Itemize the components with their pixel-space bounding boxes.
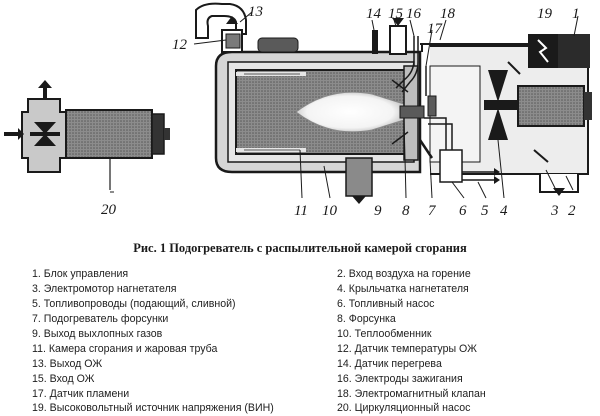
coolant-in-arrow [392, 18, 404, 26]
control-unit [528, 34, 590, 68]
figure-caption: Рис. 1 Подогреватель с распылительной ка… [133, 241, 467, 255]
blower-motor [517, 85, 592, 127]
fuel-line-arrow-1 [494, 168, 500, 176]
leader-lines [110, 11, 579, 199]
circulation-pump [4, 80, 170, 190]
legend-item-7: 7. Подогреватель форсунки [32, 313, 169, 325]
temperature-sensor [225, 33, 241, 49]
callout-18: 18 [440, 6, 456, 22]
heater-diagram: 1 19 18 14 15 16 17 13 12 20 11 10 9 8 7… [4, 2, 592, 219]
callout-12: 12 [172, 37, 188, 53]
exhaust-outlet [345, 157, 373, 204]
legend-item-11: 11. Камера сгорания и жаровая труба [32, 343, 218, 355]
legend-item-8: 8. Форсунка [337, 313, 396, 325]
legend-item-3: 3. Электромотор нагнетателя [32, 283, 177, 295]
flame-sensor [425, 66, 437, 117]
legend: 1. Блок управления 3. Электромотор нагне… [0, 268, 600, 416]
callout-2: 2 [568, 203, 576, 219]
callout-4: 4 [500, 203, 508, 219]
nozzle-preheater [418, 139, 434, 159]
callout-14: 14 [366, 6, 382, 22]
top-cap [257, 37, 299, 53]
callout-1: 1 [572, 6, 580, 22]
legend-item-13: 13. Выход ОЖ [32, 358, 103, 370]
blower-housing [429, 45, 589, 196]
callout-19: 19 [537, 6, 553, 22]
legend-item-14: 14. Датчик перегрева [337, 358, 442, 370]
legend-item-4: 4. Крыльчатка нагнетателя [337, 283, 469, 295]
ignition-electrodes [395, 36, 419, 93]
legend-item-12: 12. Датчик температуры ОЖ [337, 343, 477, 355]
fuel-pump [424, 117, 500, 184]
legend-item-2: 2. Вход воздуха на горение [337, 268, 471, 280]
callout-17: 17 [427, 21, 444, 37]
blower-impeller [484, 70, 534, 140]
pump-outlet-arrow [38, 80, 52, 88]
legend-item-15: 15. Вход ОЖ [32, 373, 95, 385]
overheat-sensor [372, 30, 378, 54]
callout-10: 10 [322, 203, 338, 219]
legend-item-18: 18. Электромагнитный клапан [337, 388, 486, 400]
callout-5: 5 [481, 203, 489, 219]
legend-item-17: 17. Датчик пламени [32, 388, 130, 400]
legend-item-5: 5. Топливопроводы (подающий, сливной) [32, 298, 236, 310]
legend-item-16: 16. Электроды зажигания [337, 373, 463, 385]
heater-body [214, 50, 425, 174]
legend-item-10: 10. Теплообменник [337, 328, 432, 340]
exhaust-arrow [352, 196, 366, 204]
fuel-line-arrow-2 [494, 176, 500, 184]
coolant-inlet [389, 18, 407, 55]
callout-20: 20 [101, 202, 117, 218]
callout-11: 11 [294, 203, 308, 219]
callouts: 1 19 18 14 15 16 17 13 12 20 11 10 9 8 7… [101, 4, 580, 219]
callout-9: 9 [374, 203, 382, 219]
coolant-out-arrow [226, 16, 238, 24]
legend-item-9: 9. Выход выхлопных газов [32, 328, 163, 340]
callout-6: 6 [459, 203, 467, 219]
legend-item-6: 6. Топливный насос [337, 298, 435, 310]
callout-3: 3 [550, 203, 559, 219]
pump-inlet-arrow [18, 128, 24, 140]
callout-16: 16 [406, 6, 422, 22]
callout-15: 15 [388, 6, 404, 22]
callout-13: 13 [248, 4, 263, 20]
legend-item-19: 19. Высоковольтный источник напряжения (… [32, 402, 274, 414]
callout-7: 7 [428, 203, 437, 219]
legend-item-1: 1. Блок управления [32, 268, 129, 280]
callout-8: 8 [402, 203, 410, 219]
legend-item-20: 20. Циркуляционный насос [337, 402, 471, 414]
